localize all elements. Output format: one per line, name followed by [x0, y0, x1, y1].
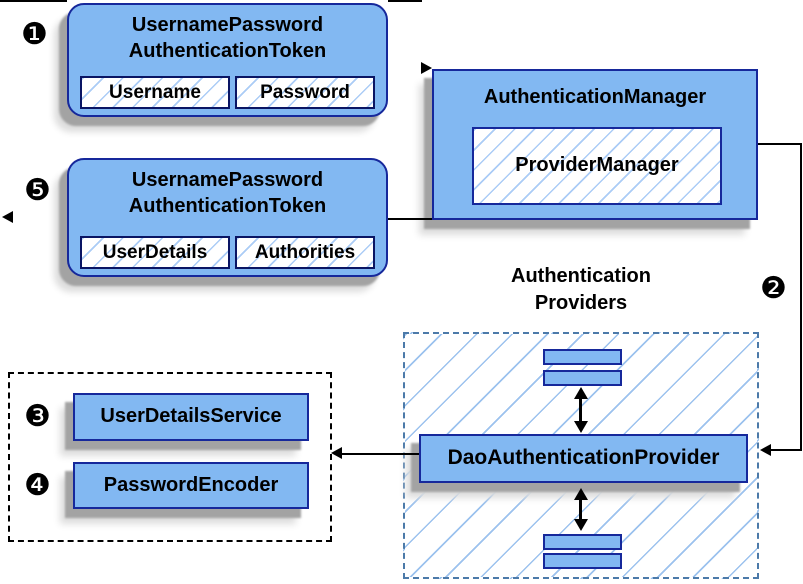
provider-link-line: [579, 398, 582, 424]
request-token-node: UsernamePassword AuthenticationToken Use…: [67, 3, 388, 117]
outgoing-response-line: [12, 0, 67, 2]
response-token-fields: UserDetails Authorities: [80, 236, 375, 269]
authorities-field-box: Authorities: [235, 236, 375, 269]
provider-link-line: [579, 499, 582, 521]
token-to-manager-arrowhead-icon: [421, 62, 432, 74]
provider-item-bar: [543, 349, 622, 365]
response-token-node: UsernamePassword AuthenticationToken Use…: [67, 158, 388, 277]
providers-heading-line1: Authentication: [511, 265, 651, 287]
step-2-badge: ❷: [760, 272, 787, 305]
provider-manager-node: ProviderManager: [472, 127, 722, 205]
authentication-manager-title: AuthenticationManager: [483, 86, 707, 108]
dao-to-services-line: [342, 453, 419, 455]
provider-link-arrowhead-down-icon: [574, 519, 588, 531]
provider-item-bar: [543, 534, 622, 550]
step-5-badge: ❺: [24, 174, 51, 207]
providers-heading-line2: Providers: [534, 292, 628, 314]
response-token-title-line2: AuthenticationToken: [128, 195, 327, 217]
outgoing-response-arrowhead-icon: [2, 211, 13, 223]
dao-to-services-arrowhead-icon: [331, 447, 342, 459]
manager-to-response-line: [388, 218, 432, 220]
response-token-title: UsernamePassword AuthenticationToken: [69, 160, 386, 219]
request-token-title-line1: UsernamePassword: [131, 14, 324, 36]
step-4-badge: ❹: [24, 469, 51, 502]
provider-link-arrowhead-up-icon: [574, 387, 588, 399]
manager-to-provider-line-vertical: [800, 143, 802, 451]
request-token-fields: Username Password: [80, 76, 375, 109]
username-field-box: Username: [80, 76, 230, 109]
request-token-title-line2: AuthenticationToken: [128, 40, 327, 62]
manager-to-provider-arrowhead-icon: [760, 444, 771, 456]
dao-authentication-provider-node: DaoAuthenticationProvider: [419, 434, 748, 483]
password-encoder-node: PasswordEncoder: [73, 462, 309, 509]
provider-item-bar: [543, 370, 622, 386]
provider-link-arrowhead-down-icon: [574, 421, 588, 433]
userdetails-field-box: UserDetails: [80, 236, 230, 269]
password-field-box: Password: [235, 76, 375, 109]
provider-link-arrowhead-up-icon: [574, 488, 588, 500]
user-details-service-node: UserDetailsService: [73, 393, 309, 441]
token-to-manager-line: [388, 0, 422, 2]
providers-heading: Authentication Providers: [431, 263, 731, 317]
services-area: [8, 372, 332, 542]
manager-to-provider-line-bottom: [771, 449, 802, 451]
response-token-title-line1: UsernamePassword: [131, 169, 324, 191]
provider-item-bar: [543, 553, 622, 569]
step-3-badge: ❸: [24, 400, 51, 433]
authentication-manager-node: AuthenticationManager ProviderManager: [432, 69, 758, 220]
step-1-badge: ❶: [21, 18, 48, 51]
manager-to-provider-line-top: [758, 143, 802, 145]
request-token-title: UsernamePassword AuthenticationToken: [69, 5, 386, 64]
